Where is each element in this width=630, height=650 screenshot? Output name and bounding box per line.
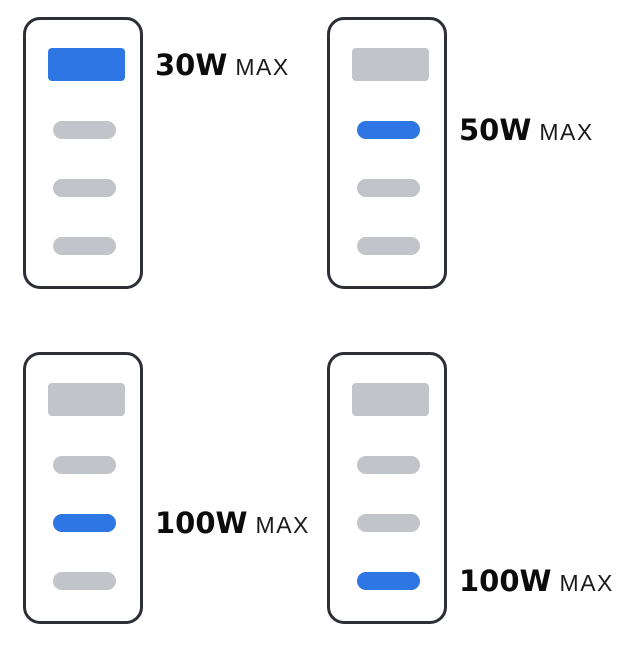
charger-panel-1: 30W MAX [23, 17, 288, 289]
port-slot [53, 237, 116, 255]
port-slot [357, 237, 420, 255]
port-slot [53, 179, 116, 197]
power-label: 100W MAX [459, 564, 614, 598]
port-slot [357, 572, 420, 590]
wattage-max-label: MAX [539, 119, 594, 145]
wattage-max-label: MAX [255, 512, 310, 538]
wattage-value: 100W [459, 564, 552, 598]
port-slot [357, 179, 420, 197]
port-slot [352, 383, 429, 416]
wattage-max-label: MAX [235, 54, 290, 80]
port-slot [53, 514, 116, 532]
port-slot [48, 48, 125, 81]
port-slot [357, 121, 420, 139]
power-label: 100W MAX [155, 506, 310, 540]
port-slot [48, 383, 125, 416]
charger-outline [327, 17, 447, 289]
charger-outline [23, 17, 143, 289]
charger-panel-2: 50W MAX [327, 17, 592, 289]
port-slot [357, 514, 420, 532]
port-slot [53, 121, 116, 139]
port-slot [357, 456, 420, 474]
wattage-value: 50W [459, 113, 532, 147]
charger-outline [23, 352, 143, 624]
power-label: 30W MAX [155, 48, 290, 82]
port-slot [53, 456, 116, 474]
charger-panel-4: 100W MAX [327, 352, 612, 624]
charger-panel-3: 100W MAX [23, 352, 308, 624]
wattage-value: 100W [155, 506, 248, 540]
charger-outline [327, 352, 447, 624]
wattage-max-label: MAX [559, 570, 614, 596]
port-slot [53, 572, 116, 590]
wattage-value: 30W [155, 48, 228, 82]
port-slot [352, 48, 429, 81]
power-label: 50W MAX [459, 113, 594, 147]
